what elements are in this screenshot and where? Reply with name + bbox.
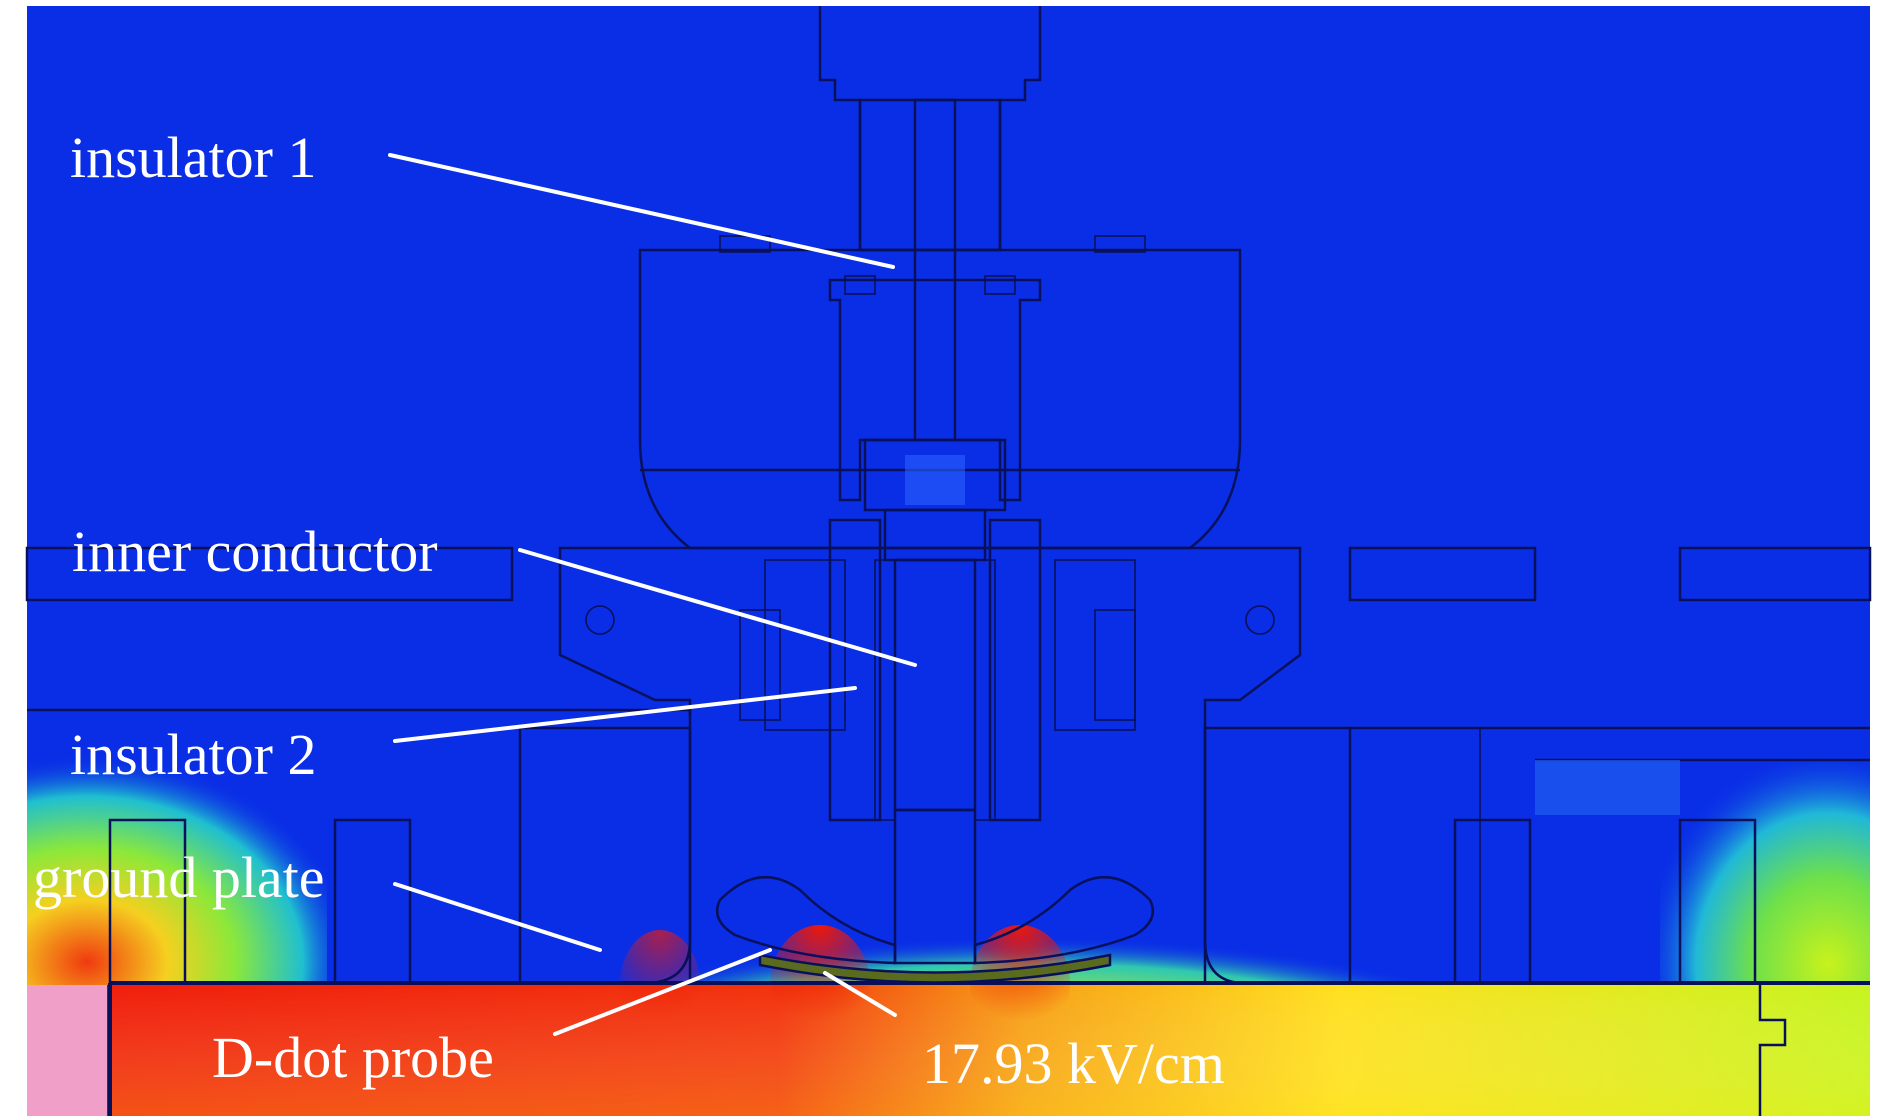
leader-insulator-2 [393,686,857,743]
left-field-glow [27,755,327,985]
label-inner-conductor: inner conductor [72,519,438,584]
label-field-value: 17.93 kV/cm [922,1031,1225,1096]
leader-d-dot-probe [553,948,772,1036]
insulator-2 [828,518,1042,822]
label-ground-plate: ground plate [33,845,325,910]
leader-field-value [823,971,897,1017]
label-insulator-1: insulator 1 [70,125,316,190]
label-d-dot-probe: D-dot probe [212,1025,494,1090]
right-field-glow [1660,760,1870,1000]
leader-insulator-1 [388,153,895,269]
leader-inner-conductor [518,548,917,667]
support-blocks [108,726,1757,985]
label-insulator-2: insulator 2 [70,722,316,787]
flange [558,546,1302,985]
d-dot-probe [715,875,1155,984]
leader-lines [388,153,917,1036]
leader-ground-plate [393,882,602,952]
annotation-labels: insulator 1 inner conductor insulator 2 … [33,125,1225,1096]
